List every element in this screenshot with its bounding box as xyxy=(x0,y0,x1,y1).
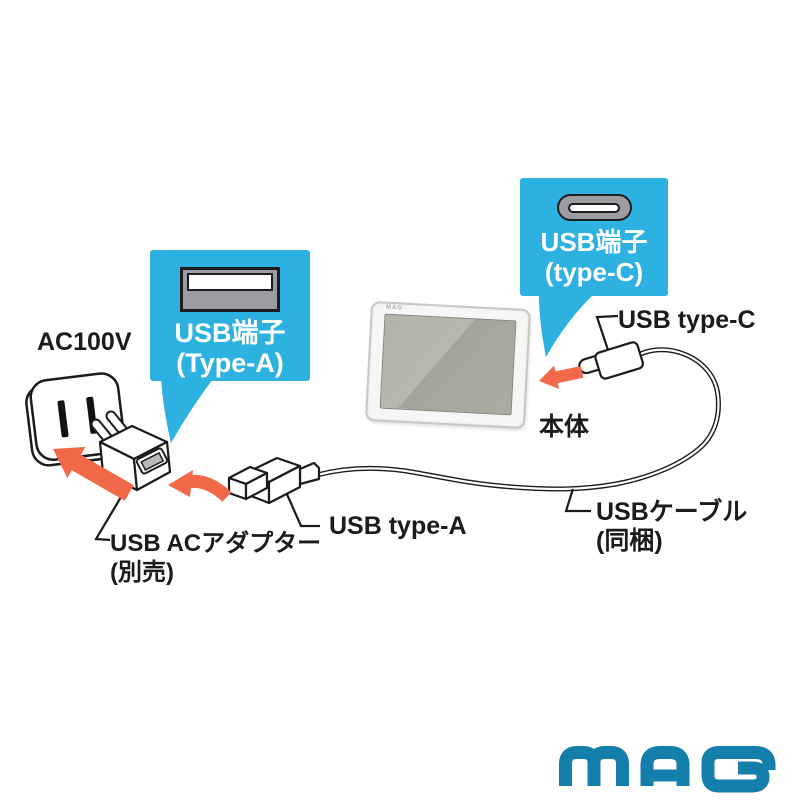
adapter-label: USB ACアダプター (別売) xyxy=(110,529,321,587)
callout-type-c-title: USB端子 xyxy=(540,227,648,257)
ac-adapter-illustration xyxy=(90,410,172,492)
adapter-leader-line xyxy=(94,491,125,542)
ac100v-label: AC100V xyxy=(37,328,132,356)
usb-c-port-slot xyxy=(568,202,620,213)
device-screen xyxy=(379,313,517,416)
cable-leader-line xyxy=(564,488,591,513)
cable-label: USBケーブル (同梱) xyxy=(596,498,747,556)
usb-type-c-connector xyxy=(578,341,644,380)
adapter-label-note: (別売) xyxy=(110,559,174,586)
mag-logo xyxy=(559,746,776,793)
callout-type-a: USB端子 (Type-A) xyxy=(150,250,310,381)
callout-type-a-text: USB端子 (Type-A) xyxy=(150,318,310,378)
cable-label-note: (同梱) xyxy=(596,527,663,555)
cable-label-name: USBケーブル xyxy=(596,498,748,526)
arrow-adapter-to-outlet xyxy=(53,446,134,501)
usb-type-c-label: USB type-C xyxy=(618,306,756,334)
type-c-leader-line xyxy=(595,314,619,354)
usb-type-a-connector xyxy=(227,456,321,505)
callout-type-a-tail xyxy=(161,379,213,443)
usb-type-a-label: USB type-A xyxy=(329,512,467,540)
device-brand-text: MAG xyxy=(385,304,404,312)
arrow-cable-to-device xyxy=(539,365,584,389)
callout-type-a-title: USB端子 xyxy=(174,318,286,348)
callout-type-c: USB端子 (type-C) xyxy=(520,178,668,296)
main-unit-label: 本体 xyxy=(539,413,590,441)
usb-a-port-icon xyxy=(180,267,280,312)
adapter-label-name: USB ACアダプター xyxy=(110,530,322,557)
adapter-usb-port xyxy=(135,447,169,475)
usb-cable xyxy=(316,347,721,492)
callout-type-a-subtitle: (Type-A) xyxy=(176,348,284,378)
arrow-plug-to-adapter xyxy=(168,470,232,502)
callout-type-c-text: USB端子 (type-C) xyxy=(520,227,668,287)
main-unit-device: MAG xyxy=(364,300,532,430)
callout-type-c-tail xyxy=(539,295,593,357)
adapter-prongs xyxy=(90,410,130,446)
callout-type-c-subtitle: (type-C) xyxy=(544,257,644,287)
type-a-leader-line xyxy=(284,491,320,528)
usb-c-port-icon xyxy=(556,194,632,221)
usb-a-port-slot xyxy=(187,273,273,291)
